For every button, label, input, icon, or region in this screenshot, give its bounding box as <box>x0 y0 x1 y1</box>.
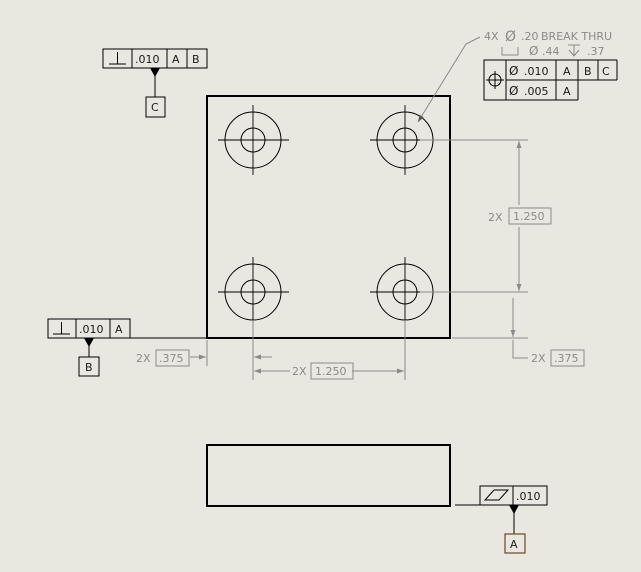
vertical-spacing-value: 1.250 <box>513 210 545 223</box>
datum-c-ref2: B <box>192 53 200 66</box>
hole-diameter: .20 <box>521 30 539 43</box>
hole-bottom-left <box>218 257 289 327</box>
datum-c-ref1: A <box>172 53 180 66</box>
cbore-depth: .37 <box>587 45 605 58</box>
vertical-spacing-qty: 2X <box>488 211 503 224</box>
position-row1-tolerance: .010 <box>524 65 549 78</box>
plate-top-view <box>206 95 451 339</box>
datum-c-control-frame: .010 A B C <box>102 48 208 118</box>
datum-b-tolerance: .010 <box>79 323 104 336</box>
depth-icon <box>568 44 580 57</box>
datum-a-label: A <box>510 538 518 551</box>
hole-thru: BREAK THRU <box>541 30 612 43</box>
position-icon <box>486 71 504 89</box>
hole-callout: 4X Ø .20 BREAK THRU Ø .44 .37 <box>417 29 612 123</box>
left-offset-qty: 2X <box>136 352 151 365</box>
flatness-icon <box>483 489 510 501</box>
datum-b-control-frame: .010 A B <box>47 318 207 377</box>
position-row1-ref2: B <box>584 65 592 78</box>
left-offset-dimension: 2X .375 <box>136 340 272 367</box>
position-row1-ref1: A <box>563 65 571 78</box>
datum-a-tolerance: .010 <box>516 490 541 503</box>
position-row2-tolerance: .005 <box>524 85 549 98</box>
datum-b-ref1: A <box>115 323 123 336</box>
horizontal-spacing-dimension: 2X 1.250 <box>252 320 406 380</box>
perpendicularity-icon <box>109 52 126 65</box>
cbore-diameter: .44 <box>542 45 560 58</box>
position-row2-ref1: A <box>563 85 571 98</box>
bottom-offset-qty: 2X <box>531 352 546 365</box>
datum-b-label: B <box>85 361 93 374</box>
horizontal-spacing-value: 1.250 <box>315 365 347 378</box>
bottom-offset-dimension: 2X .375 <box>452 298 585 367</box>
datum-c-label: C <box>151 101 159 114</box>
hole-top-left <box>218 105 289 175</box>
diameter-symbol: Ø <box>505 29 516 45</box>
bottom-offset-value: .375 <box>554 352 579 365</box>
position-row1-ref3: C <box>602 65 610 78</box>
plate-side-view <box>206 444 451 507</box>
cbore-diameter-symbol: Ø <box>529 44 538 58</box>
position-row2-diameter-symbol: Ø <box>509 84 518 98</box>
vertical-spacing-dimension: 2X 1.250 <box>420 139 552 293</box>
datum-c-tolerance: .010 <box>135 53 160 66</box>
counterbore-icon <box>501 47 519 56</box>
position-control-frame: Ø .010 A B C Ø .005 A <box>483 59 618 101</box>
hole-qty: 4X <box>484 30 499 43</box>
horizontal-spacing-qty: 2X <box>292 365 307 378</box>
left-offset-value: .375 <box>159 352 184 365</box>
position-row1-diameter-symbol: Ø <box>509 64 518 78</box>
datum-a-control-frame: .010 A <box>455 485 548 554</box>
perpendicularity-icon <box>53 322 70 335</box>
